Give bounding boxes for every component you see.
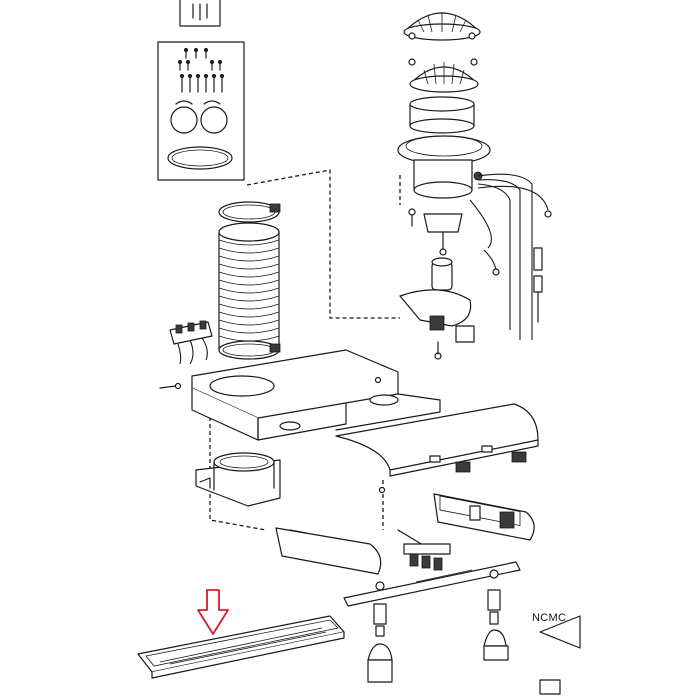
lamp-rail[interactable] (343, 561, 521, 607)
arrow-down-icon (197, 589, 229, 635)
switch-module[interactable] (399, 289, 475, 360)
duct-collar[interactable] (195, 452, 281, 507)
motor-bracket[interactable] (408, 208, 463, 256)
screw-kit-icon (178, 48, 224, 93)
control-switches[interactable] (397, 529, 451, 571)
screw-box-top[interactable] (179, 0, 221, 27)
flexible-duct[interactable] (218, 201, 281, 360)
lamp-right[interactable] (483, 589, 509, 661)
front-panel-right[interactable] (335, 403, 539, 494)
capacitor[interactable] (431, 257, 453, 291)
lamp-left[interactable] (367, 603, 393, 683)
motor-fan-assembly[interactable] (397, 12, 491, 199)
reference-code-label: NCMC (532, 612, 567, 624)
wiring-harness (469, 173, 552, 340)
lamp-cover[interactable] (539, 615, 581, 695)
hardware-kit-box[interactable] (157, 41, 245, 181)
grease-filter[interactable] (137, 615, 345, 679)
hood-housing[interactable] (159, 349, 441, 441)
front-trim-left[interactable] (275, 527, 382, 575)
terminal-block[interactable] (169, 320, 213, 365)
hose-clamp-kit-icon (167, 100, 233, 170)
light-panel[interactable] (433, 493, 535, 541)
